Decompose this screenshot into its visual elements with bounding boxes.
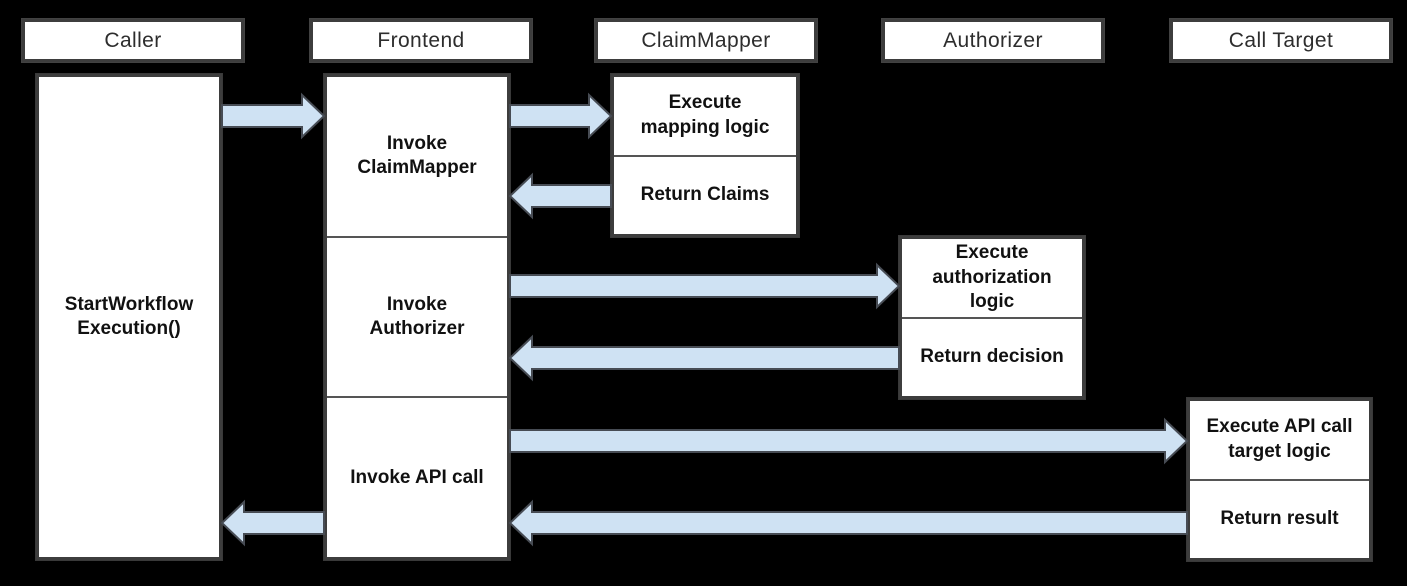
participant-header-call-target: Call Target [1170,19,1392,62]
arrow-claimmapper-to-frontend [508,172,612,220]
step-return-result: Return result [1190,478,1369,559]
participant-label-authorizer: Authorizer [943,28,1043,52]
step-label: Invoke Authorizer [369,293,465,339]
step-label: Return result [1220,508,1339,530]
arrow-authorizer-to-frontend [508,334,900,382]
arrow-frontend-to-call-target [509,417,1189,465]
participant-header-caller: Caller [22,19,244,62]
arrow-call-target-to-frontend [508,499,1188,547]
activation-call-target: Execute API call target logic Return res… [1187,398,1372,561]
step-execute-api-call-target-logic: Execute API call target logic [1190,401,1369,479]
activation-authorizer: Execute authorization logic Return decis… [899,236,1085,399]
step-invoke-authorizer: Invoke Authorizer [327,235,507,397]
step-label: StartWorkflow Execution() [64,293,194,339]
activation-claimmapper: Execute mapping logic Return Claims [611,74,799,237]
activation-frontend: Invoke ClaimMapper Invoke Authorizer Inv… [324,74,510,560]
participant-header-frontend: Frontend [310,19,532,62]
step-execute-mapping-logic: Execute mapping logic [614,77,796,155]
participant-label-claimmapper: ClaimMapper [641,28,771,52]
step-return-claims: Return Claims [614,154,796,235]
step-label: Return Claims [640,184,770,206]
arrow-caller-to-frontend [221,92,326,140]
arrow-frontend-to-caller [220,499,325,547]
participant-label-caller: Caller [104,28,162,52]
step-invoke-api-call: Invoke API call [327,396,507,557]
step-label: Execute API call target logic [1206,416,1353,462]
participant-header-claimmapper: ClaimMapper [595,19,817,62]
step-return-decision: Return decision [902,316,1082,397]
step-label: Return decision [920,346,1064,368]
arrow-frontend-to-claimmapper [509,92,613,140]
step-label: Invoke ClaimMapper [357,133,477,179]
arrow-frontend-to-authorizer [509,262,901,310]
step-invoke-claimmapper: Invoke ClaimMapper [327,77,507,236]
step-start-workflow-execution: StartWorkflow Execution() [39,77,219,557]
participant-label-frontend: Frontend [377,28,465,52]
participant-label-call-target: Call Target [1228,28,1334,52]
activation-caller: StartWorkflow Execution() [36,74,222,560]
step-label: Execute mapping logic [640,92,770,138]
step-label: Execute authorization logic [932,242,1052,312]
step-execute-authorization-logic: Execute authorization logic [902,239,1082,317]
participant-header-authorizer: Authorizer [882,19,1104,62]
step-label: Invoke API call [350,466,484,488]
